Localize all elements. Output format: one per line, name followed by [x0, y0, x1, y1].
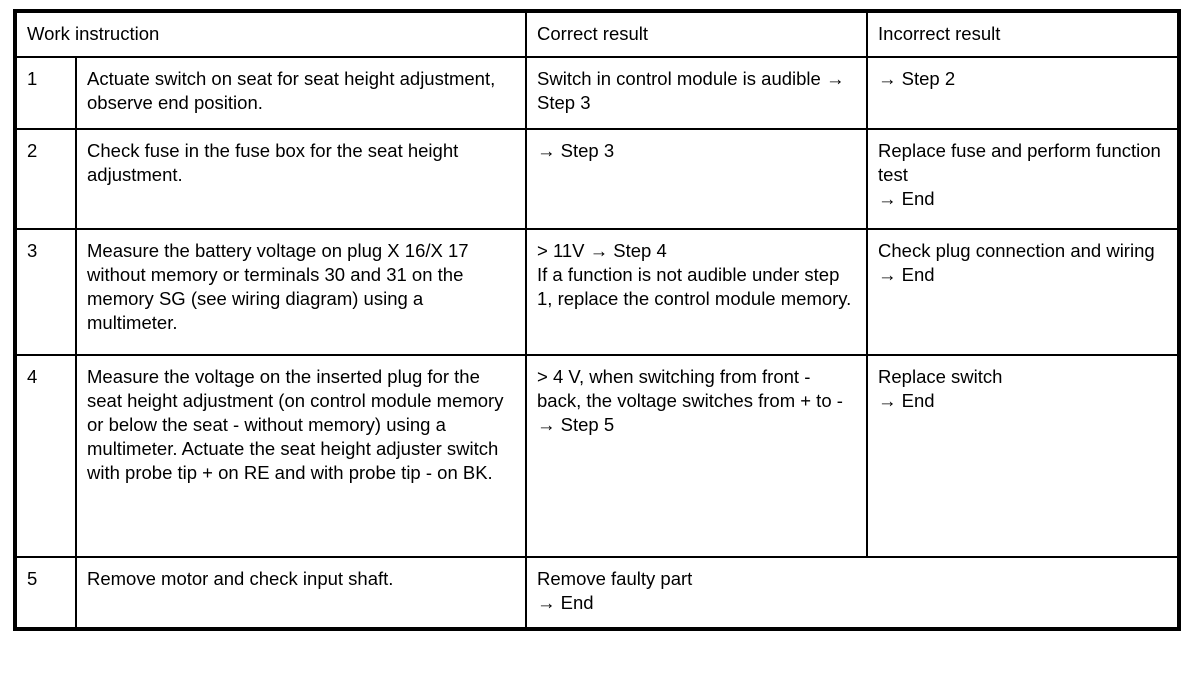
incorrect-result-cell: Replace switch → End — [866, 354, 1181, 559]
table-row: 5 Remove motor and check input shaft. Re… — [14, 556, 1181, 631]
instruction-cell: Check fuse in the fuse box for the seat … — [74, 128, 528, 231]
step-number: 1 — [14, 56, 77, 131]
instruction-cell: Measure the battery voltage on plug X 16… — [74, 228, 528, 357]
correct-result-cell: Switch in control module is audible → St… — [525, 56, 869, 131]
table-row: 1 Actuate switch on seat for seat height… — [14, 56, 1181, 131]
work-instruction-table: Work instruction Correct result Incorrec… — [13, 9, 1182, 632]
step-number: 5 — [14, 556, 77, 631]
table-row: 2 Check fuse in the fuse box for the sea… — [14, 128, 1181, 231]
instruction-cell: Measure the voltage on the inserted plug… — [74, 354, 528, 559]
instruction-cell: Remove motor and check input shaft. — [74, 556, 528, 631]
correct-result-cell: > 4 V, when switching from front - back,… — [525, 354, 869, 559]
incorrect-result-cell: → Step 2 — [866, 56, 1181, 131]
table-header: Work instruction Correct result Incorrec… — [13, 9, 1181, 59]
instruction-cell: Actuate switch on seat for seat height a… — [74, 56, 528, 131]
table-body: 1 Actuate switch on seat for seat height… — [14, 56, 1181, 631]
column-header-work-instruction: Work instruction — [13, 9, 528, 59]
step-number: 4 — [14, 354, 77, 559]
step-number: 2 — [14, 128, 77, 231]
table-row: 3 Measure the battery voltage on plug X … — [14, 228, 1181, 357]
step-number: 3 — [14, 228, 77, 357]
incorrect-result-cell: Replace fuse and perform function test →… — [866, 128, 1181, 231]
table-row: 4 Measure the voltage on the inserted pl… — [14, 354, 1181, 559]
work-instruction-table-wrapper: Work instruction Correct result Incorrec… — [13, 9, 1182, 632]
correct-result-cell: > 11V → Step 4 If a function is not audi… — [525, 228, 869, 357]
correct-result-cell: Remove faulty part → End — [525, 556, 1181, 631]
correct-result-cell: → Step 3 — [525, 128, 869, 231]
column-header-correct-result: Correct result — [525, 9, 869, 59]
column-header-incorrect-result: Incorrect result — [866, 9, 1181, 59]
header-row: Work instruction Correct result Incorrec… — [13, 9, 1181, 59]
incorrect-result-cell: Check plug connection and wiring → End — [866, 228, 1181, 357]
